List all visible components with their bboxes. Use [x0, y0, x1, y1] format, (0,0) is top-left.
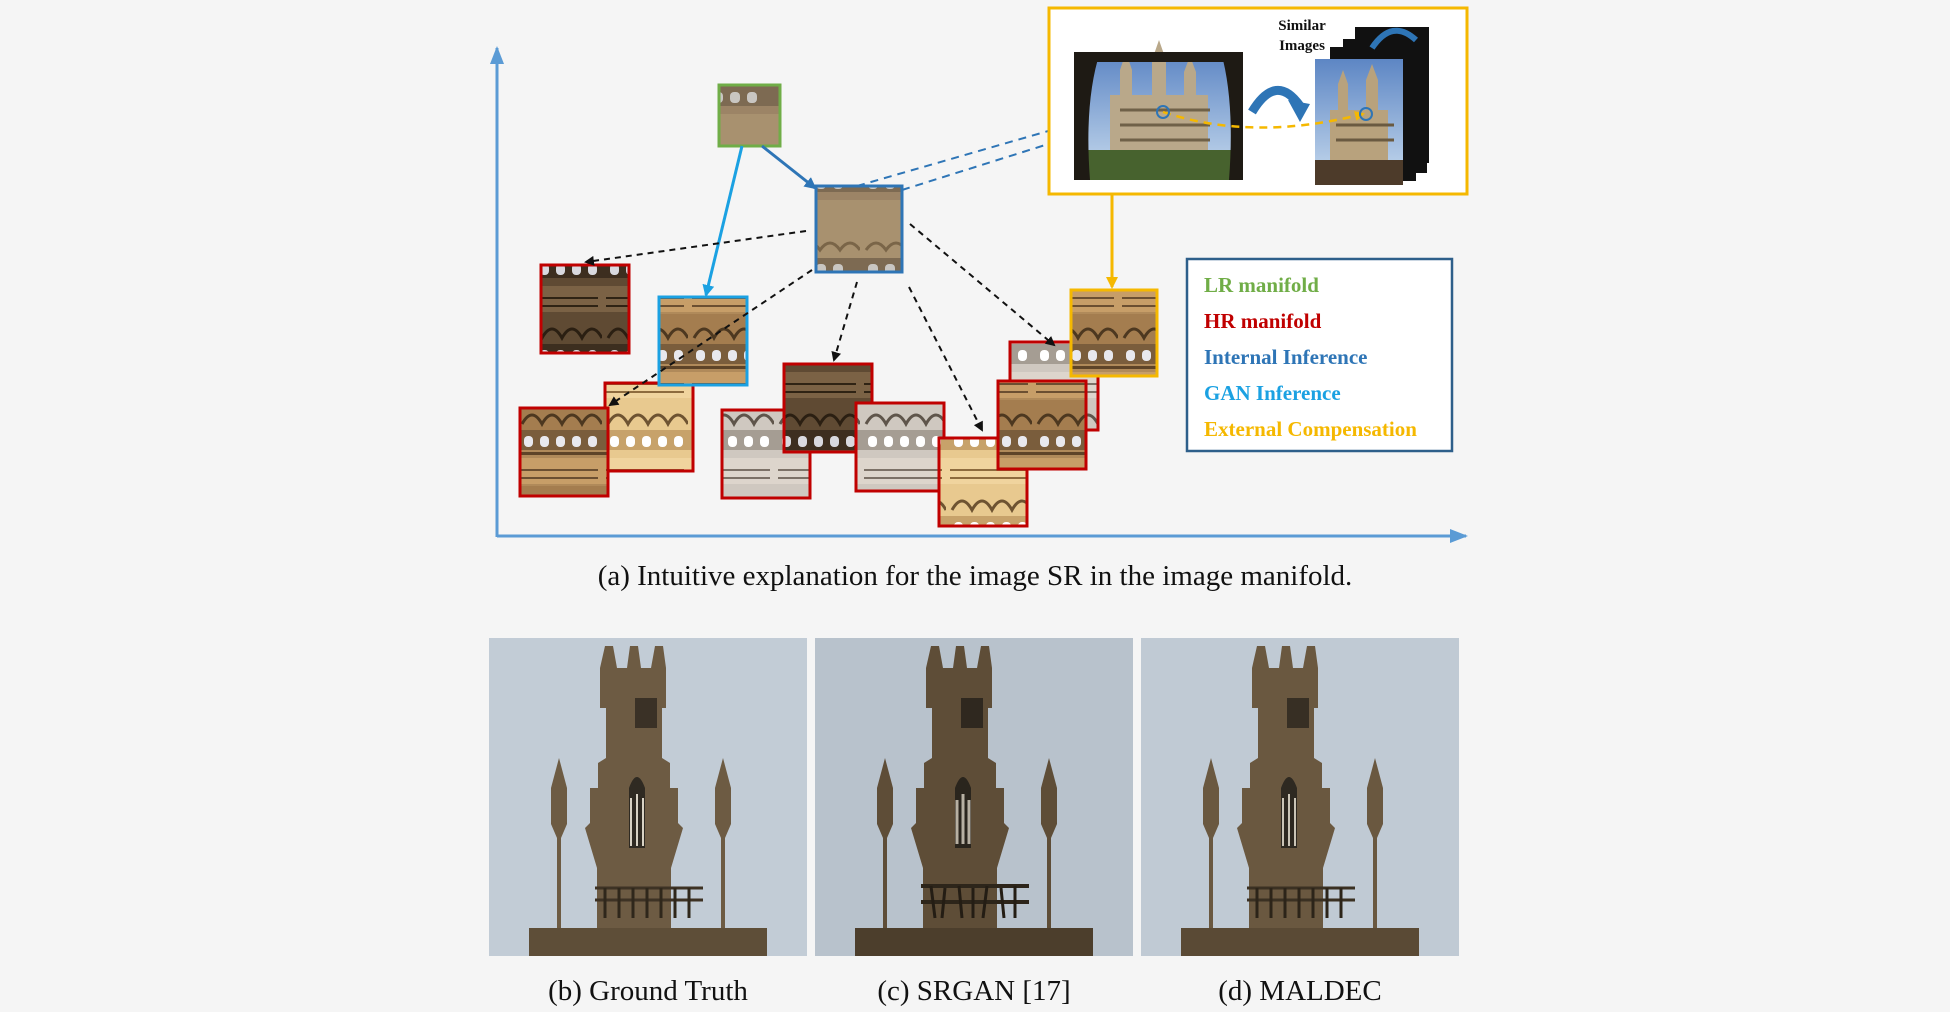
- arrow-lr-to-internal: [761, 144, 817, 190]
- match-point: [1156, 105, 1170, 119]
- curved-arrow-icon: [1248, 85, 1304, 115]
- internal-inference-arrows: [584, 223, 1056, 432]
- ground-truth-image: [489, 638, 807, 956]
- hr-manifold-patches: [518, 263, 1100, 528]
- srgan-image: [815, 638, 1133, 956]
- hr-patch: [854, 401, 946, 493]
- legend-box: [1185, 257, 1454, 453]
- maldec-image: [1141, 638, 1459, 956]
- similar-images-stack: [1315, 27, 1429, 185]
- internal-inference-patch: [814, 184, 904, 274]
- caption-b: (b) Ground Truth: [548, 975, 748, 1007]
- caption-d: (d) MALDEC: [1218, 975, 1382, 1007]
- match-point: [1359, 107, 1373, 121]
- hr-patch: [518, 406, 610, 498]
- caption-c: (c) SRGAN [17]: [877, 975, 1071, 1007]
- hr-patch: [996, 379, 1088, 471]
- hr-patch: [539, 263, 631, 355]
- curved-arrow-head: [1288, 100, 1310, 122]
- manifold-diagram: Similar Images LR manifold HR manifoldInt…: [490, 6, 1469, 543]
- legend-entry: External Compensation: [1204, 417, 1417, 441]
- match-line: [1162, 110, 1365, 129]
- dashed-link: [856, 97, 1164, 187]
- arrow-lr-to-gan: [702, 145, 744, 297]
- similar-images-label: Similar: [1278, 18, 1326, 34]
- legend-entry: LR manifold: [1204, 273, 1319, 297]
- external-compensation-patch: [1069, 288, 1159, 378]
- caption-a: (a) Intuitive explanation for the image …: [597, 560, 1353, 592]
- legend-entry: GAN Inference: [1204, 381, 1341, 405]
- gan-inference-patch: [657, 295, 749, 387]
- similar-images-label: Images: [1279, 38, 1325, 54]
- legend-entry: HR manifold: [1204, 309, 1322, 333]
- inset-query-image: [1074, 40, 1243, 180]
- legend-entry: Internal Inference: [1204, 345, 1368, 369]
- hr-patch: [603, 381, 695, 473]
- lr-patch: [717, 83, 782, 148]
